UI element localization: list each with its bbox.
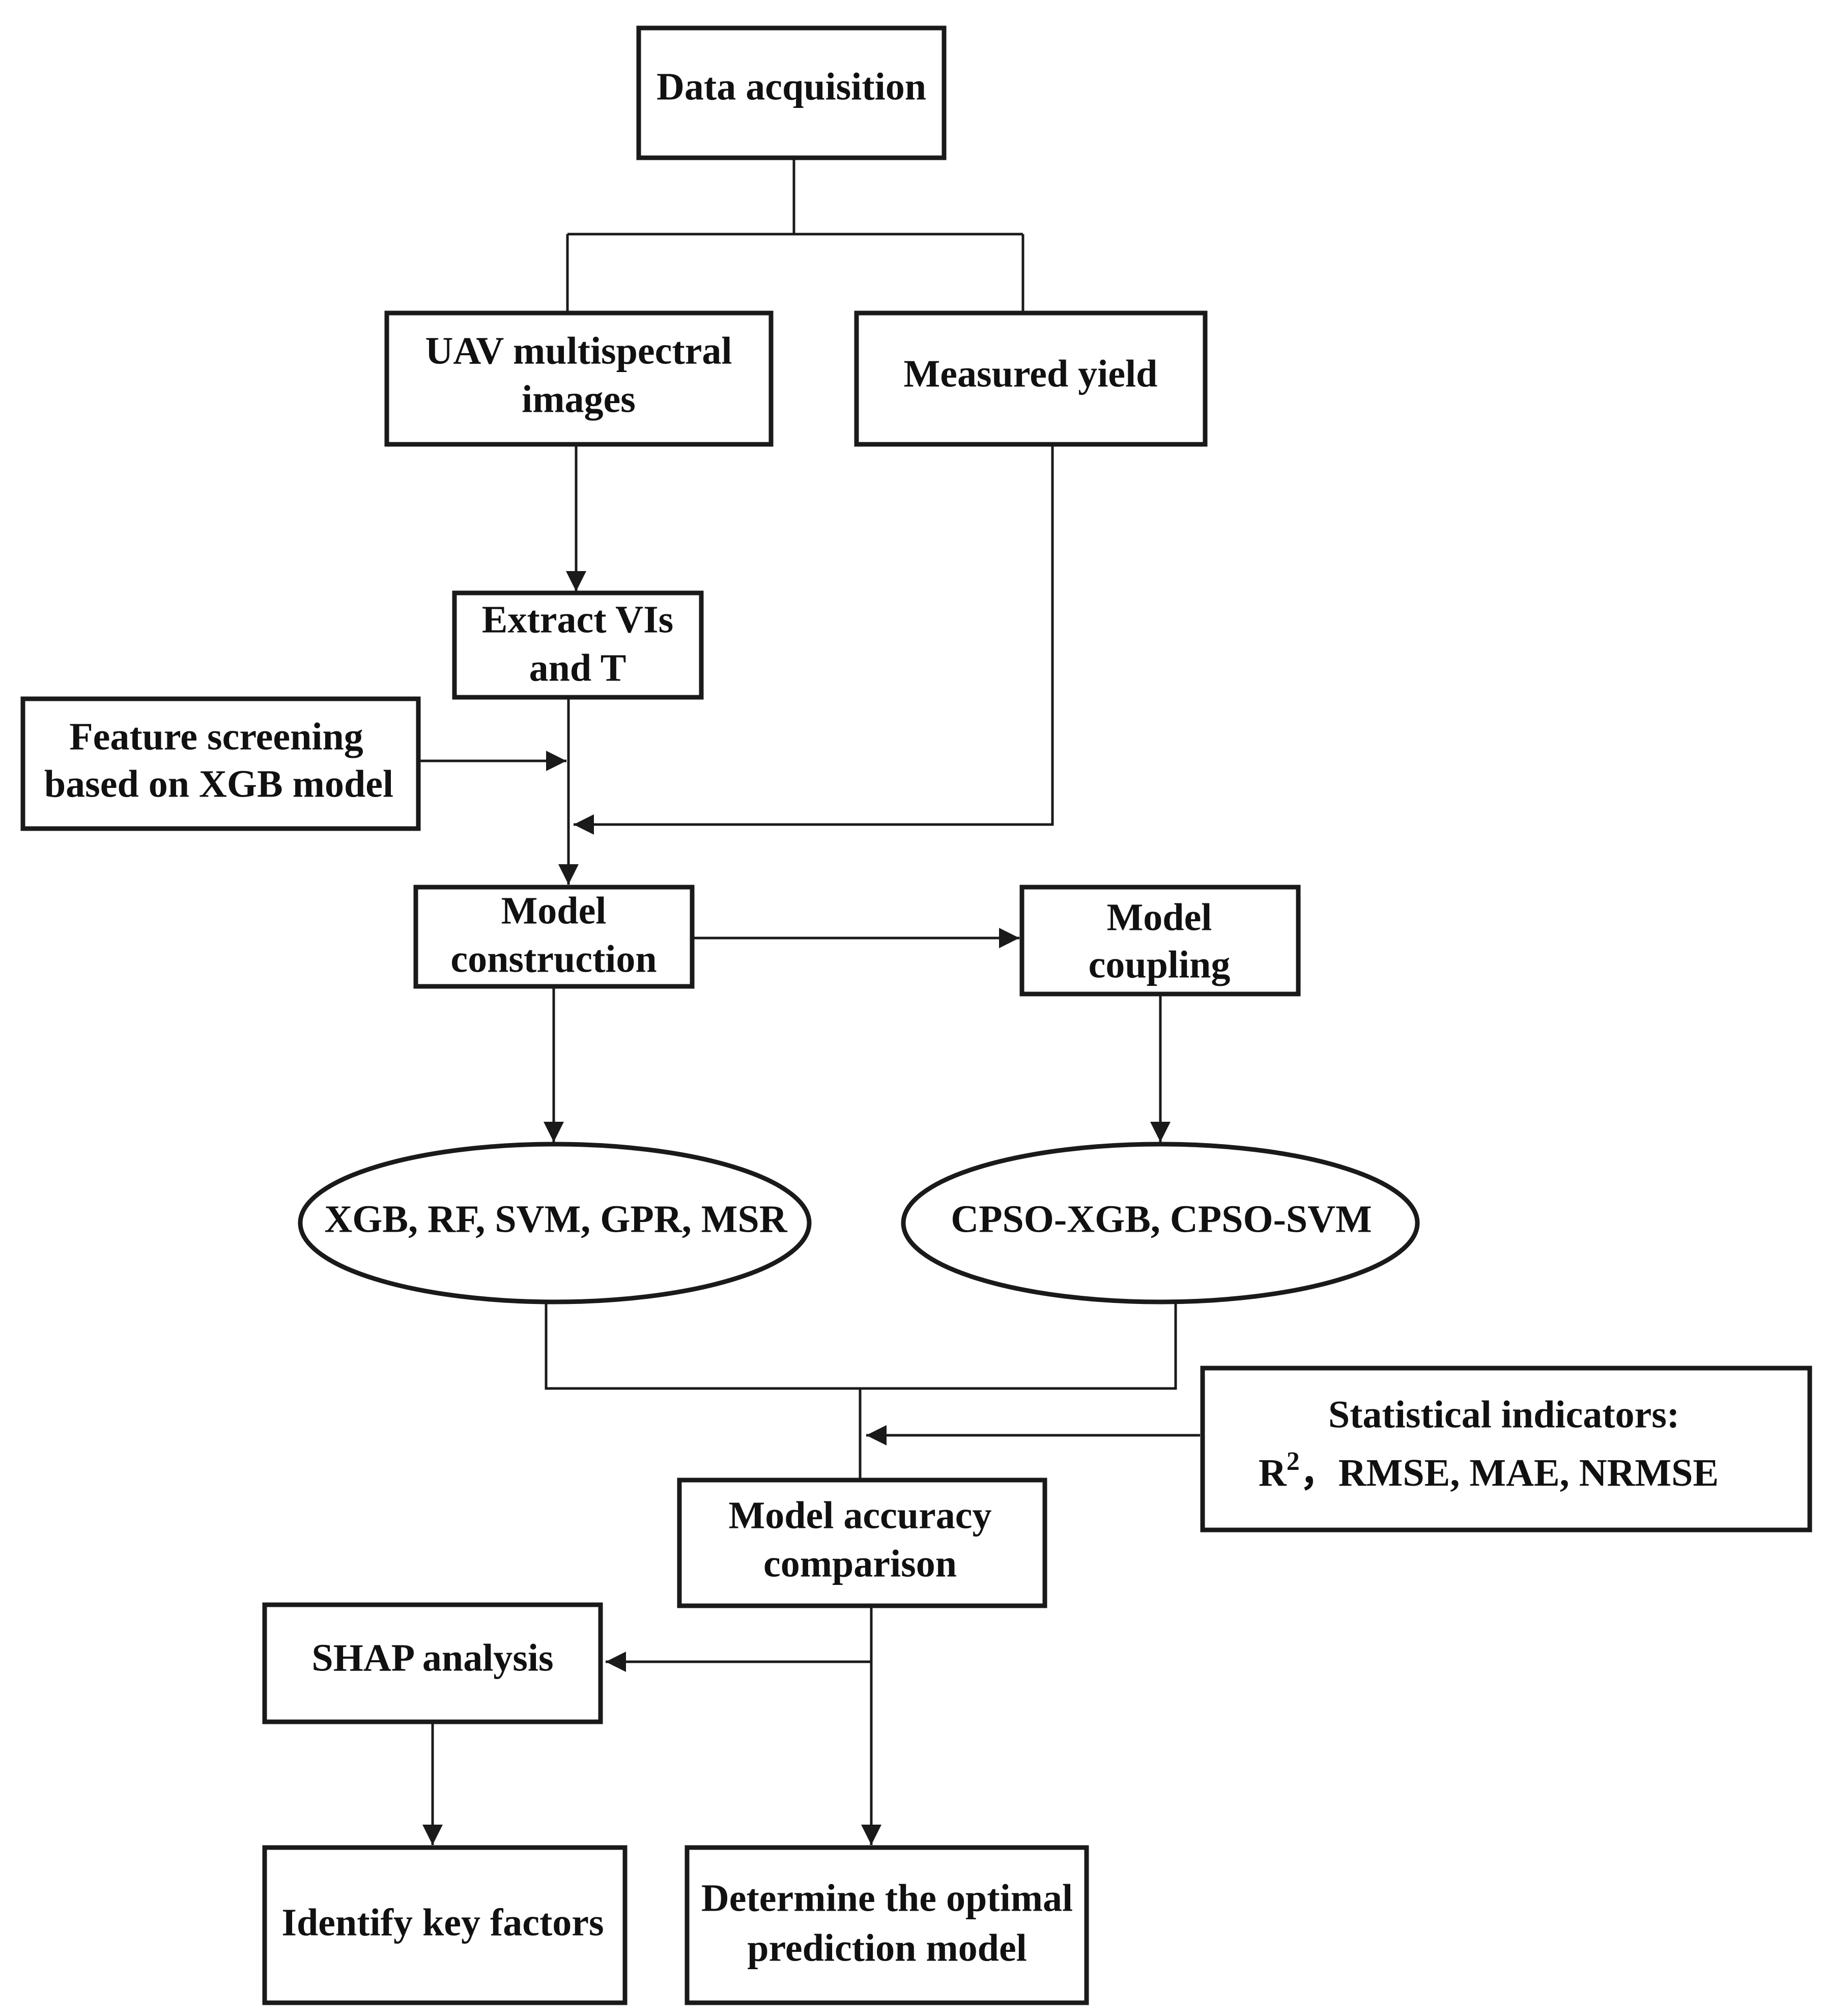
node-shap-analysis: SHAP analysis <box>262 1602 603 1724</box>
node-data-acquisition-label: Data acquisition <box>657 65 926 108</box>
node-feature-screening: Feature screening based on XGB model <box>20 696 421 831</box>
node-model-coupling-line2: coupling <box>1089 943 1231 986</box>
node-extract-vis-line2: and T <box>529 646 626 689</box>
node-accuracy-comparison-line2: comparison <box>763 1542 957 1585</box>
node-statistical-indicators-line2: R2，RMSE, MAE, NRMSE <box>1259 1447 1719 1495</box>
statistical-indicators-metrics: ，RMSE, MAE, NRMSE <box>1300 1452 1719 1494</box>
node-accuracy-comparison-line1: Model accuracy <box>728 1494 991 1537</box>
node-model-construction-line1: Model <box>501 889 607 932</box>
node-optimal-model: Determine the optimal prediction model <box>685 1845 1089 2005</box>
node-model-coupling: Model coupling <box>1019 885 1301 997</box>
node-statistical-indicators-line1: Statistical indicators: <box>1328 1393 1679 1436</box>
connector-acquisition-split <box>566 158 1024 311</box>
node-uav-images-line1: UAV multispectral <box>425 329 732 372</box>
node-statistical-indicators: Statistical indicators: R2，RMSE, MAE, NR… <box>1200 1366 1812 1532</box>
r-squared-exponent: 2 <box>1287 1447 1300 1476</box>
r-squared-base: R <box>1259 1452 1287 1494</box>
node-feature-screening-line1: Feature screening <box>69 715 363 758</box>
node-key-factors: Identify key factors <box>262 1845 628 2005</box>
node-feature-screening-line2: based on XGB model <box>44 762 393 805</box>
node-base-models-label: XGB, RF, SVM, GPR, MSR <box>324 1198 787 1240</box>
arrow-yield-to-trunk <box>574 445 1054 835</box>
node-optimal-model-line1: Determine the optimal <box>701 1877 1073 1919</box>
node-base-models: XGB, RF, SVM, GPR, MSR <box>298 1142 812 1304</box>
node-model-construction: Model construction <box>413 885 695 989</box>
node-model-coupling-line1: Model <box>1107 896 1212 939</box>
node-extract-vis-line1: Extract VIs <box>482 598 673 641</box>
node-data-acquisition: Data acquisition <box>636 25 947 160</box>
node-key-factors-label: Identify key factors <box>281 1901 604 1944</box>
node-model-construction-line2: construction <box>450 938 657 980</box>
node-measured-yield: Measured yield <box>854 310 1208 447</box>
node-uav-images: UAV multispectral images <box>384 310 774 447</box>
node-coupled-models: CPSO-XGB, CPSO-SVM <box>901 1142 1420 1304</box>
node-measured-yield-label: Measured yield <box>904 352 1158 395</box>
node-uav-images-line2: images <box>522 378 636 420</box>
node-optimal-model-line2: prediction model <box>747 1926 1027 1969</box>
connectors <box>418 158 1200 1845</box>
connector-models-merge <box>545 1303 1177 1479</box>
node-extract-vis: Extract VIs and T <box>452 590 704 700</box>
node-shap-analysis-label: SHAP analysis <box>311 1636 553 1679</box>
node-accuracy-comparison: Model accuracy comparison <box>677 1478 1047 1608</box>
arrow-comparison-to-shap <box>606 1606 873 1672</box>
node-coupled-models-label: CPSO-XGB, CPSO-SVM <box>951 1198 1372 1240</box>
